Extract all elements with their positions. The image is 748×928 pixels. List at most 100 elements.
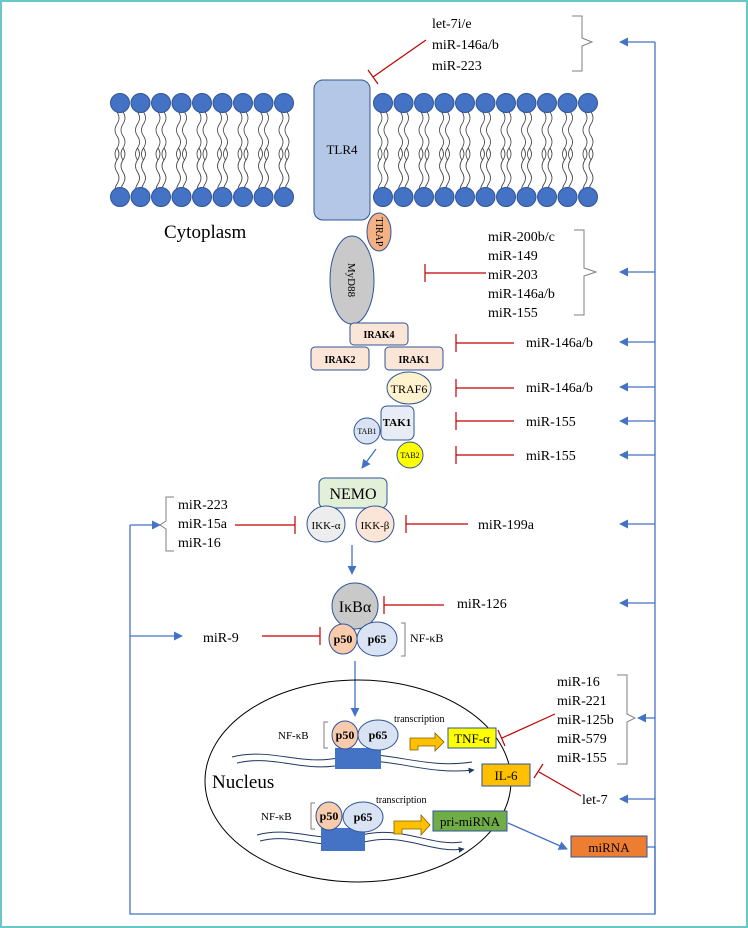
- tab2[interactable]: TAB2: [396, 441, 424, 469]
- cyto-p50-label: p50: [334, 632, 353, 646]
- mirna-myd88-group: miR-200b/c miR-149 miR-203 miR-146a/b mi…: [488, 229, 598, 321]
- mirna-ikka-2: miR-16: [178, 536, 221, 551]
- nfkb-bracket: [401, 622, 406, 657]
- mirna-tlr4-1: miR-146a/b: [432, 38, 499, 53]
- mirna-tnf-3: miR-579: [557, 732, 607, 747]
- tab1-label: TAB1: [357, 427, 376, 436]
- mirna-tlr4-0: let-7i/e: [432, 17, 472, 32]
- mirna-box[interactable]: miRNA: [570, 835, 648, 858]
- mirna-tab2-label: miR-155: [526, 449, 576, 464]
- mirna-tnf-2: miR-125b: [557, 713, 614, 728]
- mirna-tak1-label: miR-155: [526, 415, 576, 430]
- tab1[interactable]: TAB1: [353, 417, 381, 445]
- phospholipid: [414, 93, 434, 207]
- pri-mirna-box[interactable]: pri-miRNA: [432, 810, 508, 832]
- mirna-tnf-1: miR-221: [557, 694, 607, 709]
- nemo[interactable]: NEMO: [318, 477, 388, 509]
- nuc-p50-label-2: p50: [320, 809, 339, 823]
- irak4[interactable]: IRAK4: [349, 322, 409, 346]
- phospholipid: [578, 93, 598, 207]
- mirna-ikkb-label: miR-199a: [478, 518, 535, 533]
- dna-promoter-1: [335, 748, 381, 769]
- cell-membrane: [110, 93, 598, 207]
- phospholipid: [393, 93, 414, 207]
- tlr4-label: TLR4: [326, 142, 358, 157]
- cyto-p65[interactable]: p65: [356, 621, 398, 657]
- irak2[interactable]: IRAK2: [310, 346, 370, 371]
- nuc-p65-label-1: p65: [369, 728, 388, 742]
- phospholipid: [274, 93, 294, 207]
- traf6[interactable]: TRAF6: [386, 371, 432, 405]
- ikk-beta-label: IKK-β: [361, 520, 390, 532]
- il6-label: IL-6: [494, 768, 518, 783]
- cytoplasm-label: Cytoplasm: [164, 222, 247, 243]
- mirna-p50-label: miR-9: [203, 631, 239, 646]
- mirna-box-label: miRNA: [588, 840, 630, 855]
- ikba-label: IκBα: [339, 599, 372, 616]
- tnf-alpha-box[interactable]: TNF-α: [447, 727, 497, 749]
- tak1-label: TAK1: [383, 417, 412, 429]
- myd88-label: MyD88: [345, 263, 357, 298]
- phospholipid: [455, 93, 475, 207]
- mirna-tlr4-2: miR-223: [432, 59, 482, 74]
- phospholipid: [151, 93, 171, 207]
- ikk-alpha[interactable]: IKK-α: [306, 505, 346, 543]
- tak1[interactable]: TAK1: [380, 405, 415, 441]
- transcription-label-1: transcription: [394, 714, 445, 725]
- transcription-label-2: transcription: [376, 795, 427, 806]
- transcription-arrow-1: [409, 732, 445, 752]
- ikba[interactable]: IκBα: [331, 582, 379, 630]
- mirna-myd88-3: miR-146a/b: [488, 287, 555, 302]
- tirap-label: TIRAP: [373, 218, 384, 247]
- pri-mirna-label: pri-miRNA: [440, 814, 501, 829]
- tnf-alpha-label: TNF-α: [454, 731, 490, 746]
- mirna-myd88-2: miR-203: [488, 268, 538, 283]
- phospholipid: [130, 93, 151, 207]
- dna-promoter-2: [321, 828, 365, 851]
- mirna-gene-complex: p50 p65 NF-κB transcription: [256, 795, 465, 853]
- irak2-label: IRAK2: [324, 355, 355, 366]
- mirna-traf6-label: miR-146a/b: [526, 381, 593, 396]
- mirna-myd88-4: miR-155: [488, 306, 538, 321]
- mirna-ikka-group: miR-223 miR-15a miR-16: [159, 496, 228, 552]
- mirna-ikka-0: miR-223: [178, 498, 228, 513]
- nfkb-label: NF-κB: [410, 631, 443, 645]
- mirna-myd88-1: miR-149: [488, 249, 538, 264]
- tab2-label: TAB2: [400, 451, 419, 460]
- mirna-myd88-0: miR-200b/c: [488, 230, 555, 245]
- phospholipid: [434, 93, 455, 207]
- myd88[interactable]: MyD88: [329, 235, 375, 325]
- cyto-p50[interactable]: p50: [328, 623, 358, 655]
- transcription-arrow-2: [393, 813, 431, 837]
- irak4-label: IRAK4: [363, 330, 394, 341]
- il6-box[interactable]: IL-6: [481, 763, 531, 787]
- phospholipid: [516, 93, 537, 207]
- phospholipid: [233, 93, 253, 207]
- phospholipid: [557, 93, 578, 207]
- mirna-tnf-0: miR-16: [557, 675, 600, 690]
- phospholipid: [475, 93, 496, 207]
- nuc-p65-label-2: p65: [354, 810, 373, 824]
- phospholipid: [537, 93, 557, 207]
- tak-to-nemo-arrow: [361, 448, 377, 469]
- tirap[interactable]: TIRAP: [366, 212, 392, 252]
- nuc-nfkb-label-2: NF-κB: [261, 811, 292, 823]
- mirna-irak-label: miR-146a/b: [526, 336, 593, 351]
- irak1-label: IRAK1: [398, 355, 429, 366]
- mirna-tnf-4: miR-155: [557, 751, 607, 766]
- phospholipid: [496, 93, 516, 207]
- mirna-tlr4-group: let-7i/e miR-146a/b miR-223: [432, 15, 594, 74]
- phospholipid: [110, 93, 130, 207]
- mirna-il6-label: let-7: [582, 793, 608, 808]
- phospholipid: [253, 93, 274, 207]
- irak1[interactable]: IRAK1: [384, 346, 444, 371]
- tlr4-receptor[interactable]: TLR4: [313, 79, 371, 221]
- mirna-ikka-1: miR-15a: [178, 517, 228, 532]
- cyto-p65-label: p65: [368, 632, 387, 646]
- phospholipid: [373, 93, 393, 207]
- tnf-gene-complex: p50 p65 NF-κB transcription: [231, 714, 475, 774]
- ikk-beta[interactable]: IKK-β: [355, 505, 395, 543]
- mirna-ikba-label: miR-126: [457, 597, 507, 612]
